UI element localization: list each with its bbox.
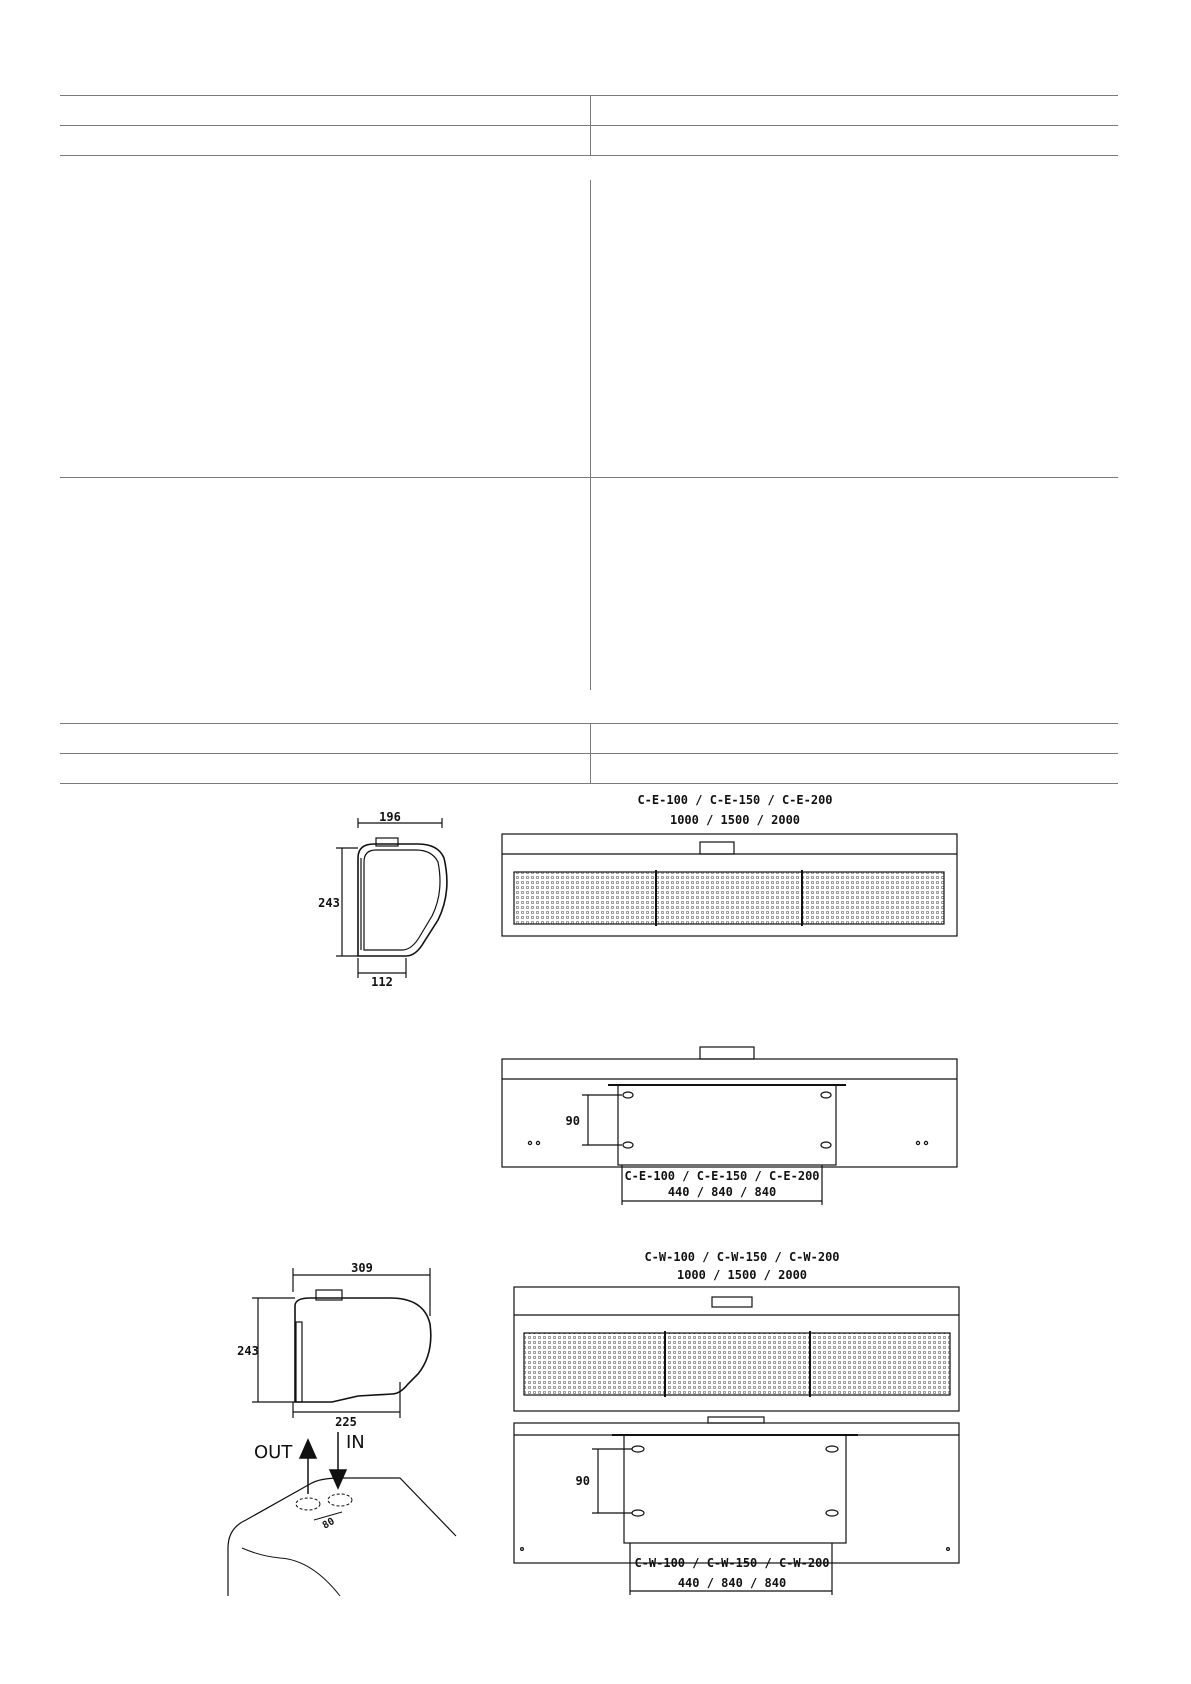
table-rule	[60, 155, 1118, 156]
water-back-hole-spacing: 90	[576, 1474, 590, 1488]
water-back-distances: 440 / 840 / 840	[678, 1576, 786, 1590]
water-back-models: C-W-100 / C-W-150 / C-W-200	[634, 1556, 829, 1570]
water-out-label: OUT	[254, 1442, 293, 1463]
water-in-label: IN	[346, 1432, 365, 1453]
electric-back-drawing: 90 C-E-100 / C-E-150 / C-E-200 440 / 840…	[501, 1046, 958, 1205]
table-divider	[590, 723, 591, 783]
column-divider	[590, 180, 591, 690]
water-connection-drawing: OUT IN 80	[227, 1432, 457, 1597]
table-rule	[60, 95, 1118, 96]
electric-back-hole-spacing: 90	[566, 1114, 580, 1128]
water-front-lengths: 1000 / 1500 / 2000	[677, 1268, 807, 1282]
table-rule	[60, 723, 1118, 724]
table-rule	[60, 783, 1118, 784]
electric-front-drawing: C-E-100 / C-E-150 / C-E-200 1000 / 1500 …	[501, 793, 958, 937]
table-divider	[590, 95, 591, 155]
water-front-models: C-W-100 / C-W-150 / C-W-200	[644, 1250, 839, 1264]
water-front-drawing: C-W-100 / C-W-150 / C-W-200 1000 / 1500 …	[513, 1250, 960, 1412]
electric-side-width: 196	[379, 810, 401, 824]
table-rule	[60, 125, 1118, 126]
electric-back-models: C-E-100 / C-E-150 / C-E-200	[624, 1169, 819, 1183]
table-rule	[60, 753, 1118, 754]
electric-side-drawing: 196 243 112	[318, 810, 448, 989]
electric-back-distances: 440 / 840 / 840	[668, 1185, 776, 1199]
electric-side-base: 112	[371, 975, 393, 989]
water-back-drawing: 90 C-W-100 / C-W-150 / C-W-200 440 / 840…	[513, 1416, 960, 1595]
electric-front-models: C-E-100 / C-E-150 / C-E-200	[637, 793, 832, 807]
table-rule	[60, 477, 1118, 478]
electric-side-height: 243	[318, 896, 340, 910]
water-side-drawing: 309 243 225	[237, 1261, 432, 1429]
water-connection-spacing: 80	[321, 1516, 337, 1532]
water-side-width: 309	[351, 1261, 373, 1275]
water-side-height: 243	[237, 1344, 259, 1358]
electric-front-lengths: 1000 / 1500 / 2000	[670, 813, 800, 827]
water-side-base: 225	[335, 1415, 357, 1429]
